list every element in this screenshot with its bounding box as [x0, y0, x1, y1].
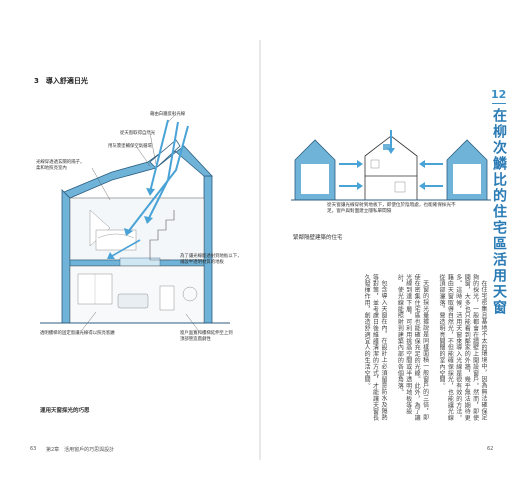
left-page: 3 導入舒適日光 — [0, 0, 259, 500]
right-page: 從天窗讓光線穿射到地板下，即使位於陰暗處，也能確保採光不足。窗戶與對面建立隱私單… — [261, 0, 520, 500]
callout-bottom-left: 透明樓梯的固定窗讓光線得以照亮客廳 — [40, 331, 115, 336]
callout-semi-floor: 為了讓光線能透射到地板以下， 鋪設半透明材質的地板 — [180, 254, 242, 265]
chapter-number: 12 — [491, 88, 507, 101]
page-number-left: 63 — [30, 446, 37, 452]
running-footer: 第2章 活用窗戶的巧思與設計 — [46, 447, 115, 453]
house-center — [364, 135, 418, 201]
figure-note-right: 從天窗讓光線穿射到地板下，即使位於陰暗處，也能確保採光不足。窗戶與對面建立隱私單… — [327, 203, 456, 214]
body-paragraph: 天窗的採光量據說是同樣面積一般窗戶的三倍，即使在密集住宅區也能確保充足的光線。此… — [396, 274, 429, 422]
skylight-glass — [149, 139, 181, 169]
skylight-house-illustration — [40, 113, 230, 331]
section-heading: 3 導入舒適日光 — [34, 77, 88, 85]
body-text: 在住宅密集且基地不太的環境中，因為無法確保足夠的採光，一般都會在牆壁上開設窗戶。… — [359, 274, 487, 424]
figure-caption-left: 運用天窗採光的巧思 — [40, 408, 90, 414]
outer-wall-right — [203, 175, 213, 324]
neighbor-houses-illustration — [291, 130, 491, 201]
outer-wall-left — [61, 189, 71, 324]
callout-bottom-right: 窗戶面寬和樓梯延伸至上到 頂部營造戲劇性 — [180, 331, 233, 342]
page-number-right: 62 — [487, 446, 494, 452]
light-arrow-3 — [127, 125, 189, 233]
semi-transparent-floor — [119, 257, 161, 267]
callout-skylight-water: 用灰漿塗輔保空氣循環 — [108, 144, 152, 149]
light-arrow-4 — [111, 239, 141, 257]
stair — [149, 210, 175, 260]
callout-reflect: 藉由白牆反射光線 — [150, 112, 186, 117]
figure-caption-right: 緊鄰隔壁建築的住宅 — [293, 235, 343, 241]
gutter — [259, 40, 261, 460]
body-paragraph: 包含導入天窗在內，在設計上必須留意防水及隔熱等對策，並考慮日後維護清潔的方式，才… — [363, 274, 387, 422]
body-paragraph: 在住宅密集且基地不太的環境中，因為無法確保足夠的採光，一般都會在牆壁上開設窗戶。… — [437, 274, 487, 422]
chapter-rule — [492, 103, 506, 104]
callout-screen: 光線穿透透玄關的隔子， 柔和地照亮室內 — [36, 160, 85, 171]
callout-skylight-direct: 從天窗取得自然光 — [120, 131, 156, 136]
light-arrow-1 — [149, 119, 169, 193]
chapter-title: 在柳次鱗比的住宅區活用天窗 — [491, 108, 507, 316]
